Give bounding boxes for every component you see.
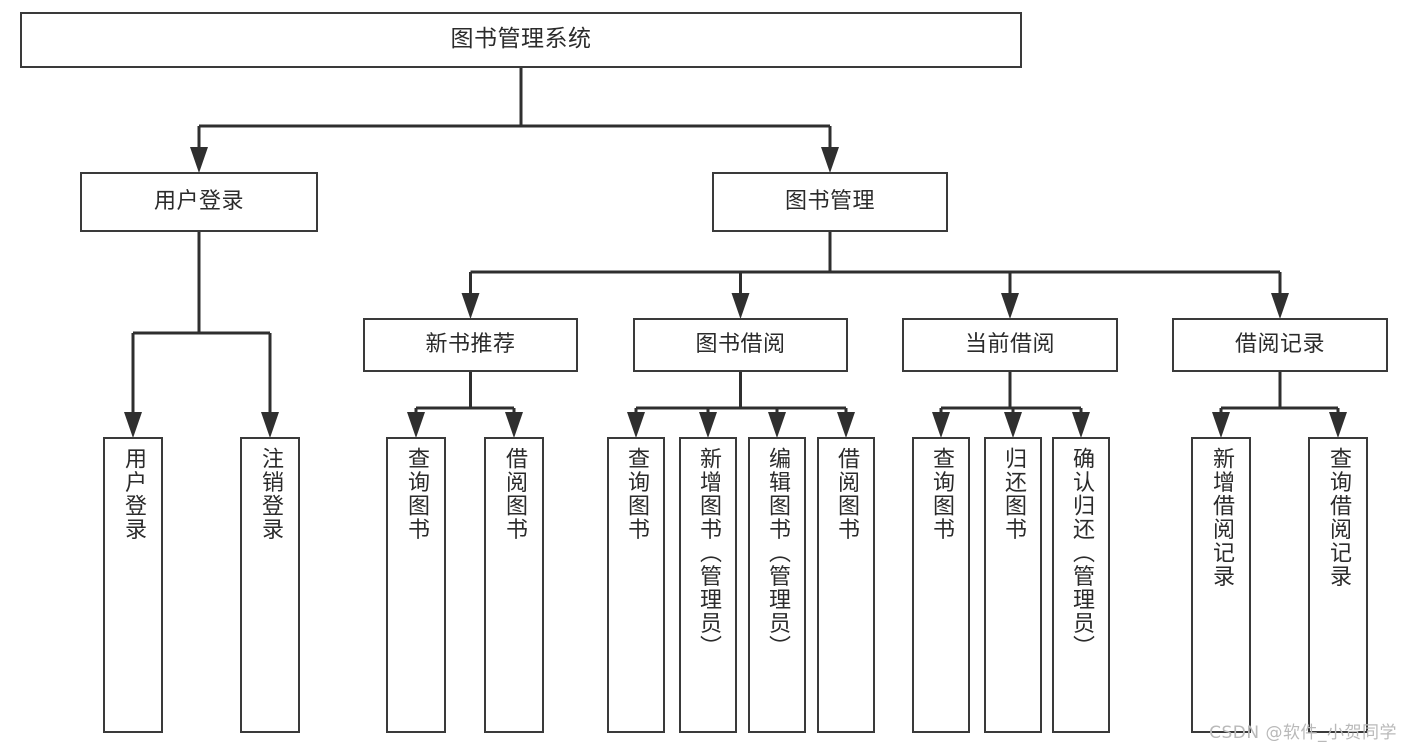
csdn-watermark: CSDN @软件_小贺同学	[1209, 723, 1397, 743]
node-leaf-edit-book[interactable]: 编辑图书（管理员）	[748, 437, 806, 733]
node-borrow-record[interactable]: 借阅记录	[1172, 318, 1388, 372]
node-current-borrow[interactable]: 当前借阅	[902, 318, 1118, 372]
node-label: 当前借阅	[964, 331, 1055, 357]
node-label: 查询图书	[928, 447, 954, 541]
node-label: 新书推荐	[425, 331, 516, 357]
node-label: 查询图书	[623, 447, 649, 541]
node-leaf-user-login[interactable]: 用户登录	[103, 437, 163, 733]
node-leaf-query-book-1[interactable]: 查询图书	[386, 437, 446, 733]
node-label: 用户登录	[120, 447, 146, 541]
node-label: 图书借阅	[695, 331, 786, 357]
node-label: 图书管理	[784, 188, 875, 214]
node-label: 借阅图书	[833, 447, 859, 541]
node-book-manage[interactable]: 图书管理	[712, 172, 948, 232]
node-label: 查询图书	[403, 447, 429, 541]
node-label: 查询借阅记录	[1325, 447, 1351, 588]
node-label: 新增借阅记录	[1208, 447, 1234, 588]
node-book-borrow[interactable]: 图书借阅	[633, 318, 848, 372]
node-root[interactable]: 图书管理系统	[20, 12, 1022, 68]
node-user-login[interactable]: 用户登录	[80, 172, 318, 232]
node-new-book-recommend[interactable]: 新书推荐	[363, 318, 578, 372]
node-leaf-confirm-return[interactable]: 确认归还（管理员）	[1052, 437, 1110, 733]
node-label: 确认归还（管理员）	[1068, 447, 1094, 659]
node-label: 归还图书	[1000, 447, 1026, 541]
node-leaf-query-book-2[interactable]: 查询图书	[607, 437, 665, 733]
node-label: 借阅记录	[1234, 331, 1325, 357]
node-label: 借阅图书	[501, 447, 527, 541]
node-leaf-query-book-3[interactable]: 查询图书	[912, 437, 970, 733]
node-label: 图书管理系统	[450, 26, 592, 53]
node-label: 注销登录	[257, 447, 283, 541]
node-leaf-add-book[interactable]: 新增图书（管理员）	[679, 437, 737, 733]
node-label: 新增图书（管理员）	[695, 447, 721, 659]
node-leaf-return-book[interactable]: 归还图书	[984, 437, 1042, 733]
node-leaf-add-record[interactable]: 新增借阅记录	[1191, 437, 1251, 733]
node-label: 编辑图书（管理员）	[764, 447, 790, 659]
node-leaf-borrow-book-1[interactable]: 借阅图书	[484, 437, 544, 733]
node-leaf-query-record[interactable]: 查询借阅记录	[1308, 437, 1368, 733]
node-label: 用户登录	[153, 188, 244, 214]
node-leaf-borrow-book-2[interactable]: 借阅图书	[817, 437, 875, 733]
node-leaf-logout[interactable]: 注销登录	[240, 437, 300, 733]
